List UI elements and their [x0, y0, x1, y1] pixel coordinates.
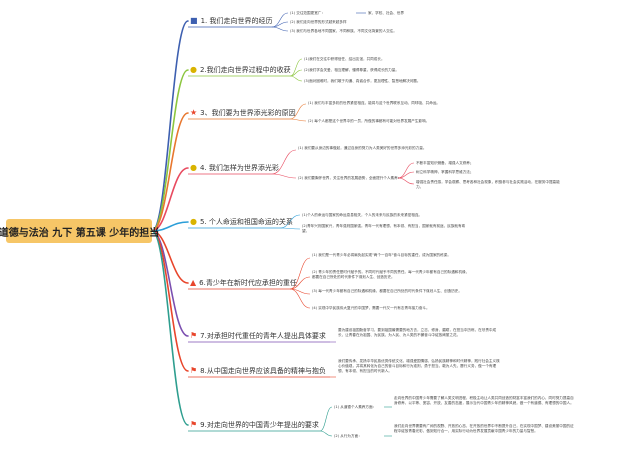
connector-b3-l1	[289, 103, 307, 120]
connector-b2-l3	[289, 75, 303, 82]
branch-3-leaf-1: (1) 我们与丰富多彩的世界紧密相连，能将与这个世界联系互动、同呼吸、共命运。	[308, 101, 441, 105]
flag-icon: ⚑	[190, 366, 198, 375]
branch-2-leaf-2: (2)我们学会关爱、相互理解，懂得尊重，获得成长的力量。	[304, 68, 399, 72]
connector-b5-l2	[279, 227, 301, 230]
branch-5-label: 5. 个人命运和祖国命运的关系	[199, 218, 293, 226]
connector-b6-l4	[289, 288, 311, 309]
branch-5-leaf-1: (1)个人的命运与国家的命运息息相关，个人的未来与民族的未来紧密相连。	[302, 213, 423, 217]
connector-b1-l1	[271, 12, 289, 28]
branch-1-leaf-1: (1) 交往范围更宽广：	[290, 11, 325, 15]
lightbulb-icon: ●	[190, 217, 197, 226]
branch-9-leaf-2: (2) 从行为方面：	[334, 434, 362, 438]
branch-7-leaf-1: 要为建设祖国勤奋学习，要到祖国最需要的地方去，立志、修身、磨砺，在担当中历练，在…	[338, 328, 497, 337]
branch-4-label: 4. 我们怎样为世界添光彩	[199, 164, 279, 172]
branch-3[interactable]: ★ 3、我们要为世界添光彩的原因	[190, 108, 296, 118]
connector-b6-l1	[289, 257, 311, 290]
connector-b5-l1	[279, 214, 301, 229]
branch-2[interactable]: ● 2.我们走向世界过程中的收获	[190, 65, 291, 75]
branch-5-leaf-2: (2)青年兴则国家兴，青年强则国家强。青年一代有理想、有本领、有担当，国家就有前…	[302, 224, 466, 233]
lightbulb-icon: ●	[190, 65, 197, 74]
branch-8-leaf-1: 我们要传承、发扬中华民族优秀传统文化，增强爱国情感，弘扬民族精神和时代精神，践行…	[338, 359, 500, 373]
connector-b6-l2	[289, 276, 311, 290]
link-root-branch-8	[151, 230, 189, 372]
branch-4-sub-2: 树立科学精神，掌握科学思维方法；	[416, 170, 474, 174]
flame-icon: ▲	[190, 278, 197, 287]
branch-4-leaf-1: (1) 我们要从身边的事做起，通过自身的努力为人类美好的世界多添光彩的力量。	[298, 146, 427, 150]
branch-9[interactable]: ⚑ 9.对走向世界的中国青少年提出的要求	[190, 420, 319, 430]
branch-9-sub-1: 走向世界的中国青少年需要了解人类文明进程，积极主动让人类共同创造的财富丰富我们的…	[394, 396, 574, 405]
branch-3-label: 3、我们要为世界添光彩的原因	[200, 109, 296, 117]
branch-1-leaf-4: (3) 我们与世界各地不同国家、不同种族、不同文化背景的人交往。	[290, 29, 397, 33]
star-icon: ★	[190, 108, 198, 117]
branch-9-leaf-1: (1) 从道德个人素养方面：	[334, 405, 377, 409]
branch-6-leaf-3: (3) 每一代青少年都有自己的际遇和机缘，都要在自己所处的时代条件下谋划人生、创…	[312, 289, 462, 293]
branch-4-sub-3: 增强社会责任感，学会观察、思考各种社会现象，积极参与社会实践活动，在服务中提高能…	[416, 180, 560, 189]
branch-4-sub-1: 不断丰富知识储备，增强人文修养；	[416, 161, 474, 165]
branch-8[interactable]: ⚑ 8.从中国走向世界应该具备的精神与抱负	[190, 366, 326, 376]
branch-1-leaf-3: (2) 我们走向世界的形式越来越多样	[290, 20, 347, 24]
branch-9-label: 9.对走向世界的中国青少年提出的要求	[200, 421, 319, 429]
link-root-branch-6	[151, 230, 189, 284]
branch-6-leaf-4: (4) 实现中华民族伟大复兴的中国梦，需要一代又一代有志青年接力奋斗。	[312, 306, 430, 310]
connector-b9-l2	[319, 430, 333, 437]
root-topic[interactable]: 道德与法治 九下 第五课 少年的担当	[0, 219, 159, 243]
connector-b2-l1	[289, 58, 303, 77]
branch-6[interactable]: ▲ 6.青少年在新时代应承担的重任	[190, 278, 297, 288]
link-root-branch-3	[151, 112, 189, 232]
link-root-branch-2	[151, 69, 189, 232]
branch-7-label: 7.对承担时代重任的青年人提出具体要求	[200, 332, 326, 340]
branch-6-label: 6.青少年在新时代应承担的重任	[199, 279, 297, 287]
link-root-branch-7	[151, 230, 189, 337]
branch-3-leaf-2: (2) 每个人都是这个世界中的一员，所做的事都有可能对世界发展产生影响。	[308, 119, 430, 123]
link-root-branch-4	[151, 167, 189, 232]
link-root-branch-9	[151, 230, 189, 426]
connector-b4-l1	[271, 149, 297, 175]
branch-7[interactable]: ⚑ 7.对承担时代重任的青年人提出具体要求	[190, 331, 326, 341]
branch-4-leaf-2: (2) 我们要胸怀世界，关注世界的发展趋势，全面提升个人素养：	[298, 176, 402, 180]
connector-b1-l3	[271, 26, 289, 32]
branch-5[interactable]: ● 5. 个人命运和祖国命运的关系	[190, 217, 293, 227]
branch-6-leaf-2: (2) 青少年的责任是时代赋予的。不同时代赋予不同的责任。每一代青少年都有自己的…	[312, 270, 470, 279]
branch-2-leaf-1: (1)我们在交往中获得信任、结出友谊，共同成长。	[304, 57, 385, 61]
flag-icon: ⚑	[190, 420, 198, 429]
branch-1-label: 1. 我们走向世界的经历	[200, 17, 273, 25]
branch-2-leaf-3: (3)面对困难时，我们敢于沟通、真诚合作，更加理性、智慧地解决问题。	[304, 79, 421, 83]
root-title: 道德与法治 九下 第五课 少年的担当	[0, 227, 160, 239]
branch-2-label: 2.我们走向世界过程中的收获	[199, 66, 291, 74]
connector-b9-l1	[319, 406, 333, 432]
connector-b3-l2	[289, 118, 307, 122]
branch-6-leaf-1: (1) 我们是一代青少年必将肩负起实现"两个一百年"奋斗目标的重任，成为国家的栋…	[312, 253, 451, 257]
branch-4[interactable]: ● 4. 我们怎样为世界添光彩	[190, 163, 279, 173]
branch-1[interactable]: ■ 1. 我们走向世界的经历	[190, 16, 272, 26]
lightbulb-icon: ●	[190, 163, 197, 172]
blue-square-icon: ■	[190, 16, 198, 25]
flag-icon: ⚑	[190, 331, 198, 340]
branch-8-label: 8.从中国走向世界应该具备的精神与抱负	[200, 367, 326, 375]
branch-9-sub-2: 我们走向世界需要有广阔的视野、开放的心态，在开放的世界中不断提升自己，在实现中国…	[394, 424, 574, 433]
connector-b4-s3	[397, 177, 415, 185]
branch-1-leaf-2: 家、学校、社会、世界	[368, 11, 404, 15]
link-root-branch-5	[151, 221, 189, 232]
connector-b4-l2	[271, 173, 297, 179]
connector-b4-s2	[397, 171, 415, 179]
